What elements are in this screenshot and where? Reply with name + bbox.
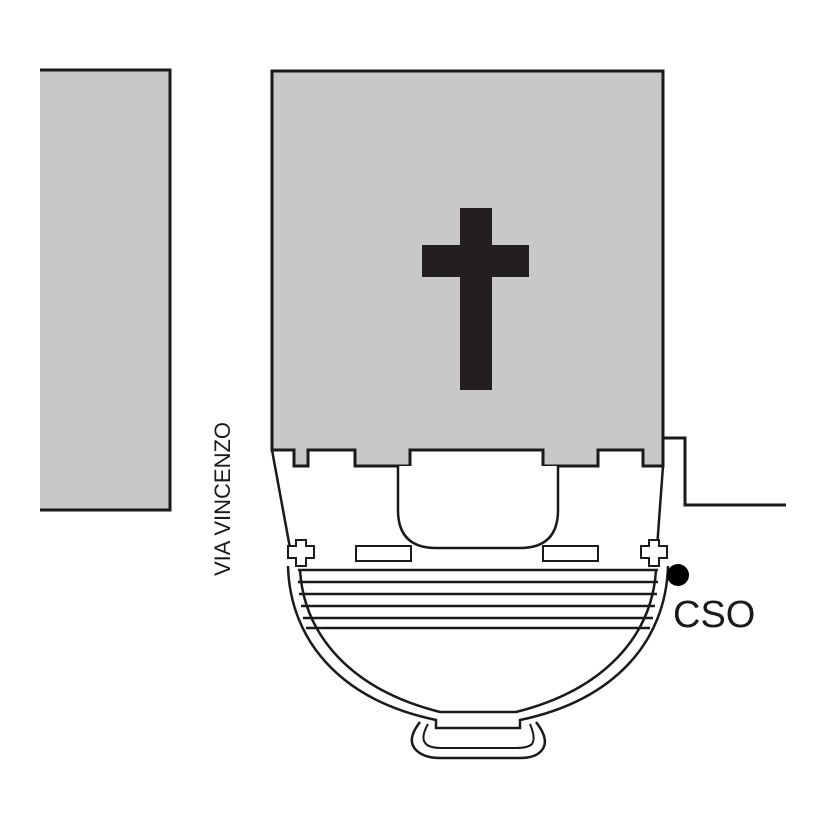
forecourt-wall-right — [655, 465, 665, 549]
stair-landing — [410, 721, 547, 760]
cross-icon — [422, 208, 529, 390]
marker-label: CSO — [673, 594, 755, 636]
stair-steps — [298, 568, 658, 630]
left-building — [40, 68, 172, 512]
stair-landing-inner — [422, 723, 535, 749]
bench-left — [355, 545, 412, 562]
bench-right — [542, 545, 599, 562]
marker-dot-icon — [667, 564, 689, 586]
pillar-left — [287, 539, 315, 567]
stair-outer-wall — [286, 565, 670, 730]
property-line — [663, 436, 786, 507]
forecourt-wall-left — [270, 449, 292, 549]
stair-inner-wall — [298, 569, 658, 714]
entrance-porch — [396, 466, 560, 550]
pillar-right — [640, 539, 668, 567]
street-label: VIA VINCENZO — [210, 422, 235, 576]
